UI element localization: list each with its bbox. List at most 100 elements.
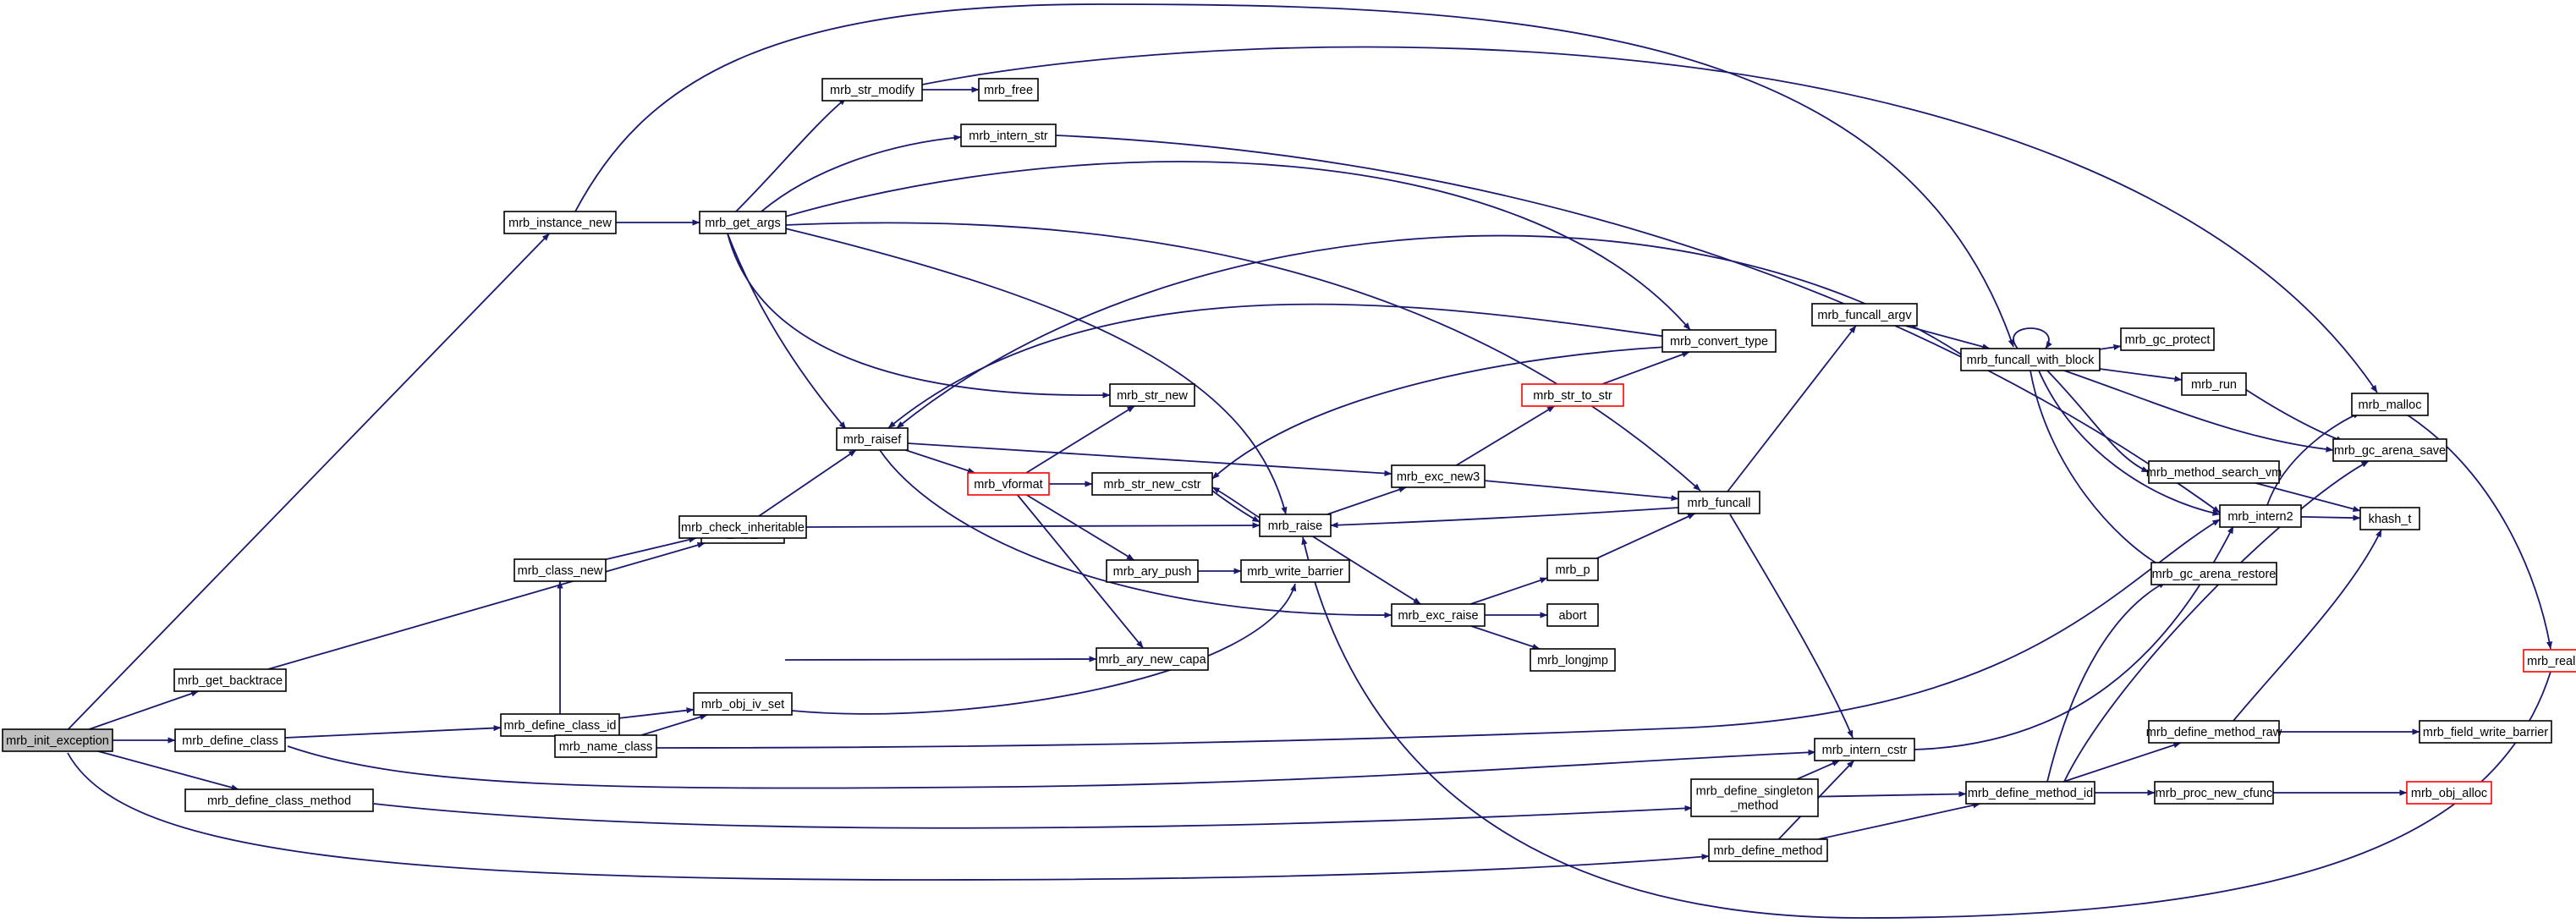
node-box [1546,603,1599,627]
node-mrb-funcall-with-block[interactable]: mrb_funcall_with_block [1960,348,2101,371]
edge-mrb_define_singleton_method-to-mrb_define_method_id [1817,790,1967,798]
edge-path [791,583,1297,715]
edge-path [727,233,847,430]
node-box [2150,562,2277,585]
node-mrb-funcall-argv[interactable]: mrb_funcall_argv [1811,303,1918,327]
edge-path [2244,388,2344,442]
node-mrb-name-class[interactable]: mrb_name_class [554,734,657,758]
edge-mrb_get_backtrace-to-mrb_ary_new [267,541,706,670]
node-mrb-raisef[interactable]: mrb_raisef [836,427,909,451]
node-label: mrb_malloc [2359,398,2422,412]
node-label: mrb_p [1555,563,1590,577]
edge-path [805,522,1261,529]
node-mrb-convert-type[interactable]: mrb_convert_type [1661,329,1777,353]
node-mrb-obj-alloc[interactable]: mrb_obj_alloc [2406,781,2492,805]
edge-mrb_convert_type-to-mrb_str_new_cstr [1211,346,1667,480]
node-mrb-exc-raise[interactable]: mrb_exc_raise [1391,603,1486,627]
node-mrb-gc-arena-save[interactable]: mrb_gc_arena_save [2332,438,2447,462]
node-mrb-intern-cstr[interactable]: mrb_intern_cstr [1814,738,1915,761]
node-mrb-malloc[interactable]: mrb_malloc [2351,393,2429,416]
node-mrb-define-class[interactable]: mrb_define_class [174,728,286,752]
edge-mrb_check_inheritable-to-mrb_raisef [758,449,857,517]
node-label: mrb_str_modify [830,84,915,97]
node-mrb-run[interactable]: mrb_run [2181,372,2247,396]
node-mrb-str-to-str[interactable]: mrb_str_to_str [1521,383,1624,407]
node-khash-t[interactable]: khash_t [2359,507,2420,530]
node-label: mrb_obj_alloc [2411,787,2487,800]
node-box [693,692,793,716]
edge-mrb_ary_new-to-mrb_ary_new_capa [784,656,1097,662]
edge-path [905,449,975,474]
node-mrb-method-search-vm[interactable]: mrb_method_search_vm [2146,460,2282,484]
edge-path [67,233,551,730]
edge-mrb_funcall-to-mrb_funcall_argv [1727,325,1857,492]
edge-path [2046,581,2167,783]
edge-path [267,541,706,670]
node-mrb-str-modify[interactable]: mrb_str_modify [821,78,923,102]
node-box [1091,472,1213,496]
edge-path [2062,742,2182,783]
node-box [2,728,113,752]
node-mrb-raise[interactable]: mrb_raise [1259,514,1332,537]
node-mrb-instance-new[interactable]: mrb_instance_new [503,211,617,234]
edge-path [784,161,1691,331]
edge-mrb_raise-to-mrb_exc_new3 [1326,486,1407,515]
node-mrb-define-method-id[interactable]: mrb_define_method_id [1965,781,2095,805]
node-mrb-intern2[interactable]: mrb_intern2 [2219,504,2302,528]
node-mrb-class-new[interactable]: mrb_class_new [514,558,607,582]
node-mrb-proc-new-cfunc[interactable]: mrb_proc_new_cfunc [2154,781,2274,805]
node-label: mrb_define_class_id [504,719,617,733]
node-label: mrb_gc_protect [2125,333,2211,347]
node-abort[interactable]: abort [1546,603,1599,627]
edge-mrb_define_method_id-to-mrb_gc_arena_save [2063,460,2370,783]
node-mrb-gc-protect[interactable]: mrb_gc_protect [2120,327,2215,351]
edge-path [2013,327,2052,349]
node-mrb-gc-arena-restore[interactable]: mrb_gc_arena_restore [2150,562,2277,585]
edge-path [656,519,2221,749]
edge-path [89,690,200,730]
node-label: mrb_define_singleton [1696,785,1814,799]
node-mrb-ary-new-capa[interactable]: mrb_ary_new_capa [1096,647,1209,671]
edge-path [2038,370,2221,516]
node-mrb-realloc[interactable]: mrb_realloc [2523,649,2576,673]
node-mrb-define-class-id[interactable]: mrb_define_class_id [500,713,620,737]
node-mrb-get-backtrace[interactable]: mrb_get_backtrace [173,668,287,692]
node-mrb-define-method[interactable]: mrb_define_method [1708,838,1828,862]
node-box [1391,464,1486,488]
node-mrb-write-barrier[interactable]: mrb_write_barrier [1240,559,1350,583]
node-mrb-check-inheritable[interactable]: mrb_check_inheritable [678,515,807,539]
node-mrb-str-new-cstr[interactable]: mrb_str_new_cstr [1091,472,1213,496]
edge-mrb_init_exception-to-mrb_define_class_method [97,750,239,791]
edge-path [1596,513,1695,559]
node-mrb-longjmp[interactable]: mrb_longjmp [1530,648,1616,672]
node-box [503,211,617,234]
edge-path [1211,490,1261,523]
edge-mrb_define_method_raw-to-khash_t [2233,529,2382,722]
node-mrb-define-method-raw[interactable]: mrb_define_method_raw [2146,720,2282,744]
edge-mrb_vformat-to-mrb_ary_new_capa [1017,494,1144,649]
edge-mrb_init_exception-to-mrb_define_method [67,752,1710,881]
node-box [1960,348,2101,371]
edge-mrb_obj_iv_set-to-mrb_write_barrier [791,583,1297,715]
edge-path [2266,412,2361,506]
node-mrb-vformat[interactable]: mrb_vformat [967,472,1050,496]
node-box [514,558,607,582]
edge-path [761,135,962,212]
node-mrb-define-singleton-method[interactable]: mrb_define_singleton_method [1690,778,1819,817]
node-mrb-p[interactable]: mrb_p [1546,558,1599,581]
node-mrb-free[interactable]: mrb_free [978,78,1039,102]
edge-path [1796,760,1840,780]
node-mrb-intern-str[interactable]: mrb_intern_str [960,124,1057,147]
node-mrb-field-write-barrier[interactable]: mrb_field_write_barrier [2419,720,2552,744]
node-mrb-get-args[interactable]: mrb_get_args [699,211,787,234]
node-label: mrb_realloc [2527,655,2576,668]
node-mrb-funcall[interactable]: mrb_funcall [1678,491,1760,514]
node-mrb-str-new[interactable]: mrb_str_new [1109,383,1195,407]
node-mrb-ary-push[interactable]: mrb_ary_push [1106,559,1199,583]
node-box [1814,738,1915,761]
node-mrb-define-class-method[interactable]: mrb_define_class_method [184,788,374,812]
edge-mrb_get_args-to-mrb_intern_str [761,135,962,212]
edge-path [2099,368,2183,382]
node-mrb-obj-iv-set[interactable]: mrb_obj_iv_set [693,692,793,716]
node-mrb-exc-new3[interactable]: mrb_exc_new3 [1391,464,1486,488]
